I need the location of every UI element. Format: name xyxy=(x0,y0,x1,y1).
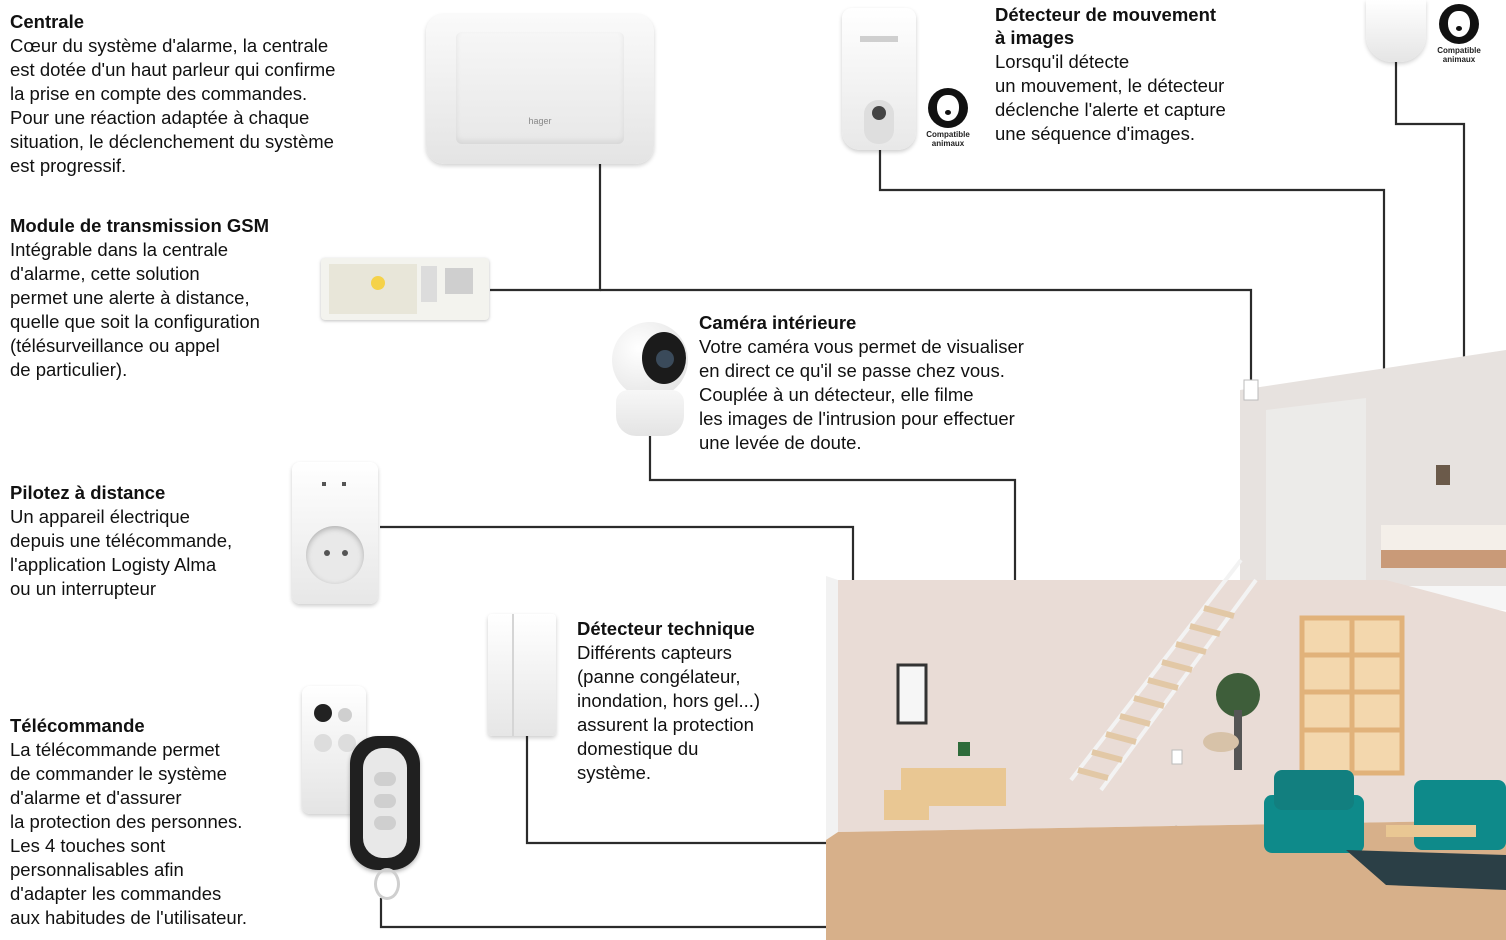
telecommande-block: Télécommande La télécommande permet de c… xyxy=(10,714,300,930)
camera-title: Caméra intérieure xyxy=(699,312,857,333)
wire-topright-house xyxy=(1394,62,1466,420)
centrale-title: Centrale xyxy=(10,11,85,32)
technique-title: Détecteur technique xyxy=(577,618,755,639)
gsm-title: Module de transmission GSM xyxy=(10,215,270,236)
rug xyxy=(1346,850,1506,890)
gsm-module-device xyxy=(321,258,489,320)
wire-centrale-gsm xyxy=(490,160,602,292)
camera-text: Votre caméra vous permet de visualiser e… xyxy=(699,336,1024,453)
dog-icon xyxy=(928,88,968,128)
coffee-table xyxy=(1386,825,1476,837)
technical-detector-device xyxy=(488,614,556,736)
centrale-block: Centrale Cœur du système d'alarme, la ce… xyxy=(10,10,410,178)
pilotez-title: Pilotez à distance xyxy=(10,482,166,503)
telecommande-text: La télécommande permet de commander le s… xyxy=(10,739,247,928)
plant xyxy=(1216,673,1260,717)
technique-text: Différents capteurs (panne congélateur, … xyxy=(577,642,761,783)
centrale-text: Cœur du système d'alarme, la centrale es… xyxy=(10,35,336,176)
gsm-block: Module de transmission GSM Intégrable da… xyxy=(10,214,320,382)
wire-gsm-house xyxy=(600,288,1253,392)
telecommande-title: Télécommande xyxy=(10,715,145,736)
smart-plug-device xyxy=(292,462,378,604)
house-illustration xyxy=(826,350,1506,940)
gsm-text: Intégrable dans la centrale d'alarme, ce… xyxy=(10,239,260,380)
pet-compatible-badge-2: Compatible animaux xyxy=(1430,4,1488,64)
keyfob-device xyxy=(350,736,420,870)
centrale-logo: hager xyxy=(528,116,552,126)
outdoor-detector-device xyxy=(1366,0,1426,62)
technique-block: Détecteur technique Différents capteurs … xyxy=(577,617,807,785)
keyring xyxy=(374,868,400,900)
pilotez-block: Pilotez à distance Un appareil électriqu… xyxy=(10,481,290,601)
sofa xyxy=(1414,780,1506,850)
centrale-device: hager xyxy=(426,14,654,164)
mouvement-block: Détecteur de mouvement à images Lorsqu'i… xyxy=(995,3,1285,146)
mouvement-title: Détecteur de mouvement à images xyxy=(995,4,1217,48)
pilotez-text: Un appareil électrique depuis une téléco… xyxy=(10,506,233,599)
mouvement-text: Lorsqu'il détecte un mouvement, le détec… xyxy=(995,51,1226,144)
pet-compatible-badge-1: Compatible animaux xyxy=(920,88,976,148)
motion-detector-device xyxy=(842,8,916,150)
camera-block: Caméra intérieure Votre caméra vous perm… xyxy=(699,311,1079,455)
wall-picture xyxy=(896,663,928,725)
indoor-camera-device xyxy=(612,322,688,438)
dog-icon xyxy=(1439,4,1479,44)
